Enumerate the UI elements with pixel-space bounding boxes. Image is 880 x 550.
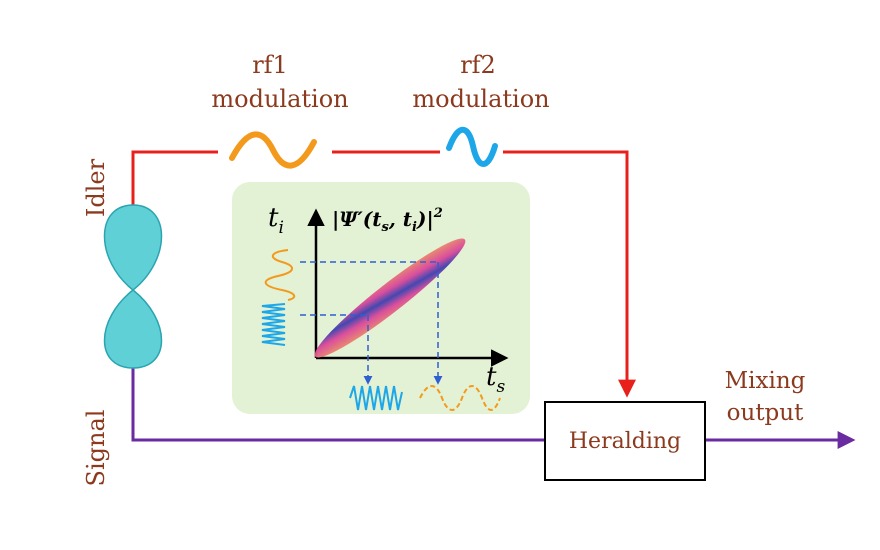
idler-path [131,150,218,205]
rf1-wave-icon [229,131,317,169]
rf2-label-line1: rf2 [460,51,496,79]
projection-guides [300,261,443,385]
inset-y-axis-label: ti [268,203,284,238]
rf2-label-line2: modulation [412,85,549,113]
inset-x-axis-label: ts [486,362,505,397]
heralding-box [544,401,706,481]
signal-blue-waveform-icon [349,385,403,411]
rf2-wave-icon [446,126,498,167]
mixing-output-line1: Mixing [725,368,806,394]
rf1-label-line2: modulation [211,85,348,113]
mixing-output-line2: output [727,400,804,426]
idler-orange-waveform-icon [264,249,296,301]
joint-temporal-distribution [314,238,466,358]
idler-blue-waveform-icon [261,303,286,346]
rf1-label-line1: rf1 [252,51,288,79]
signal-orange-waveform-icon [419,385,501,411]
idler-label: Idler [82,158,110,217]
heralding-label: Heralding [569,429,681,454]
inset-title: |Ψ′(ts, ti)|2 [332,206,443,235]
idler-path-end [503,150,636,398]
signal-path [131,368,545,442]
photon-pair-source-icon [103,204,163,369]
signal-label: Signal [82,410,110,487]
